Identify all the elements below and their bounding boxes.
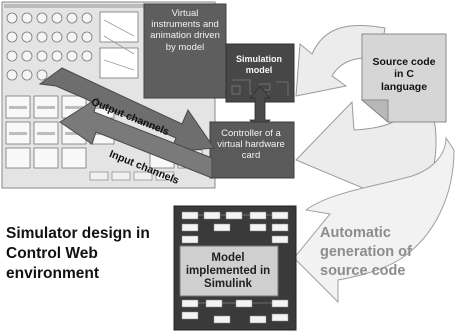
model-simulink-label: Model implemented in Simulink (185, 252, 271, 290)
input-channels-arrow (59, 96, 213, 179)
simulink-screenshot (173, 205, 297, 331)
simulator-design-label: Simulator design in Control Web environm… (6, 225, 150, 283)
virtual-instruments-label: Virtual instruments and animation driven… (150, 8, 220, 53)
source-code-label: Source code in C language (372, 56, 436, 93)
virtual-instruments-box (143, 3, 227, 99)
simulation-model-label: Simulation model (235, 54, 282, 75)
controller-box (209, 121, 295, 179)
controller-label: Controller of a virtual hardware card (217, 128, 285, 162)
model-box (179, 245, 279, 297)
generation-arrow (293, 136, 455, 304)
source-code-document (360, 33, 447, 124)
automatic-generation-label: Automatic generation of source code (320, 225, 412, 279)
